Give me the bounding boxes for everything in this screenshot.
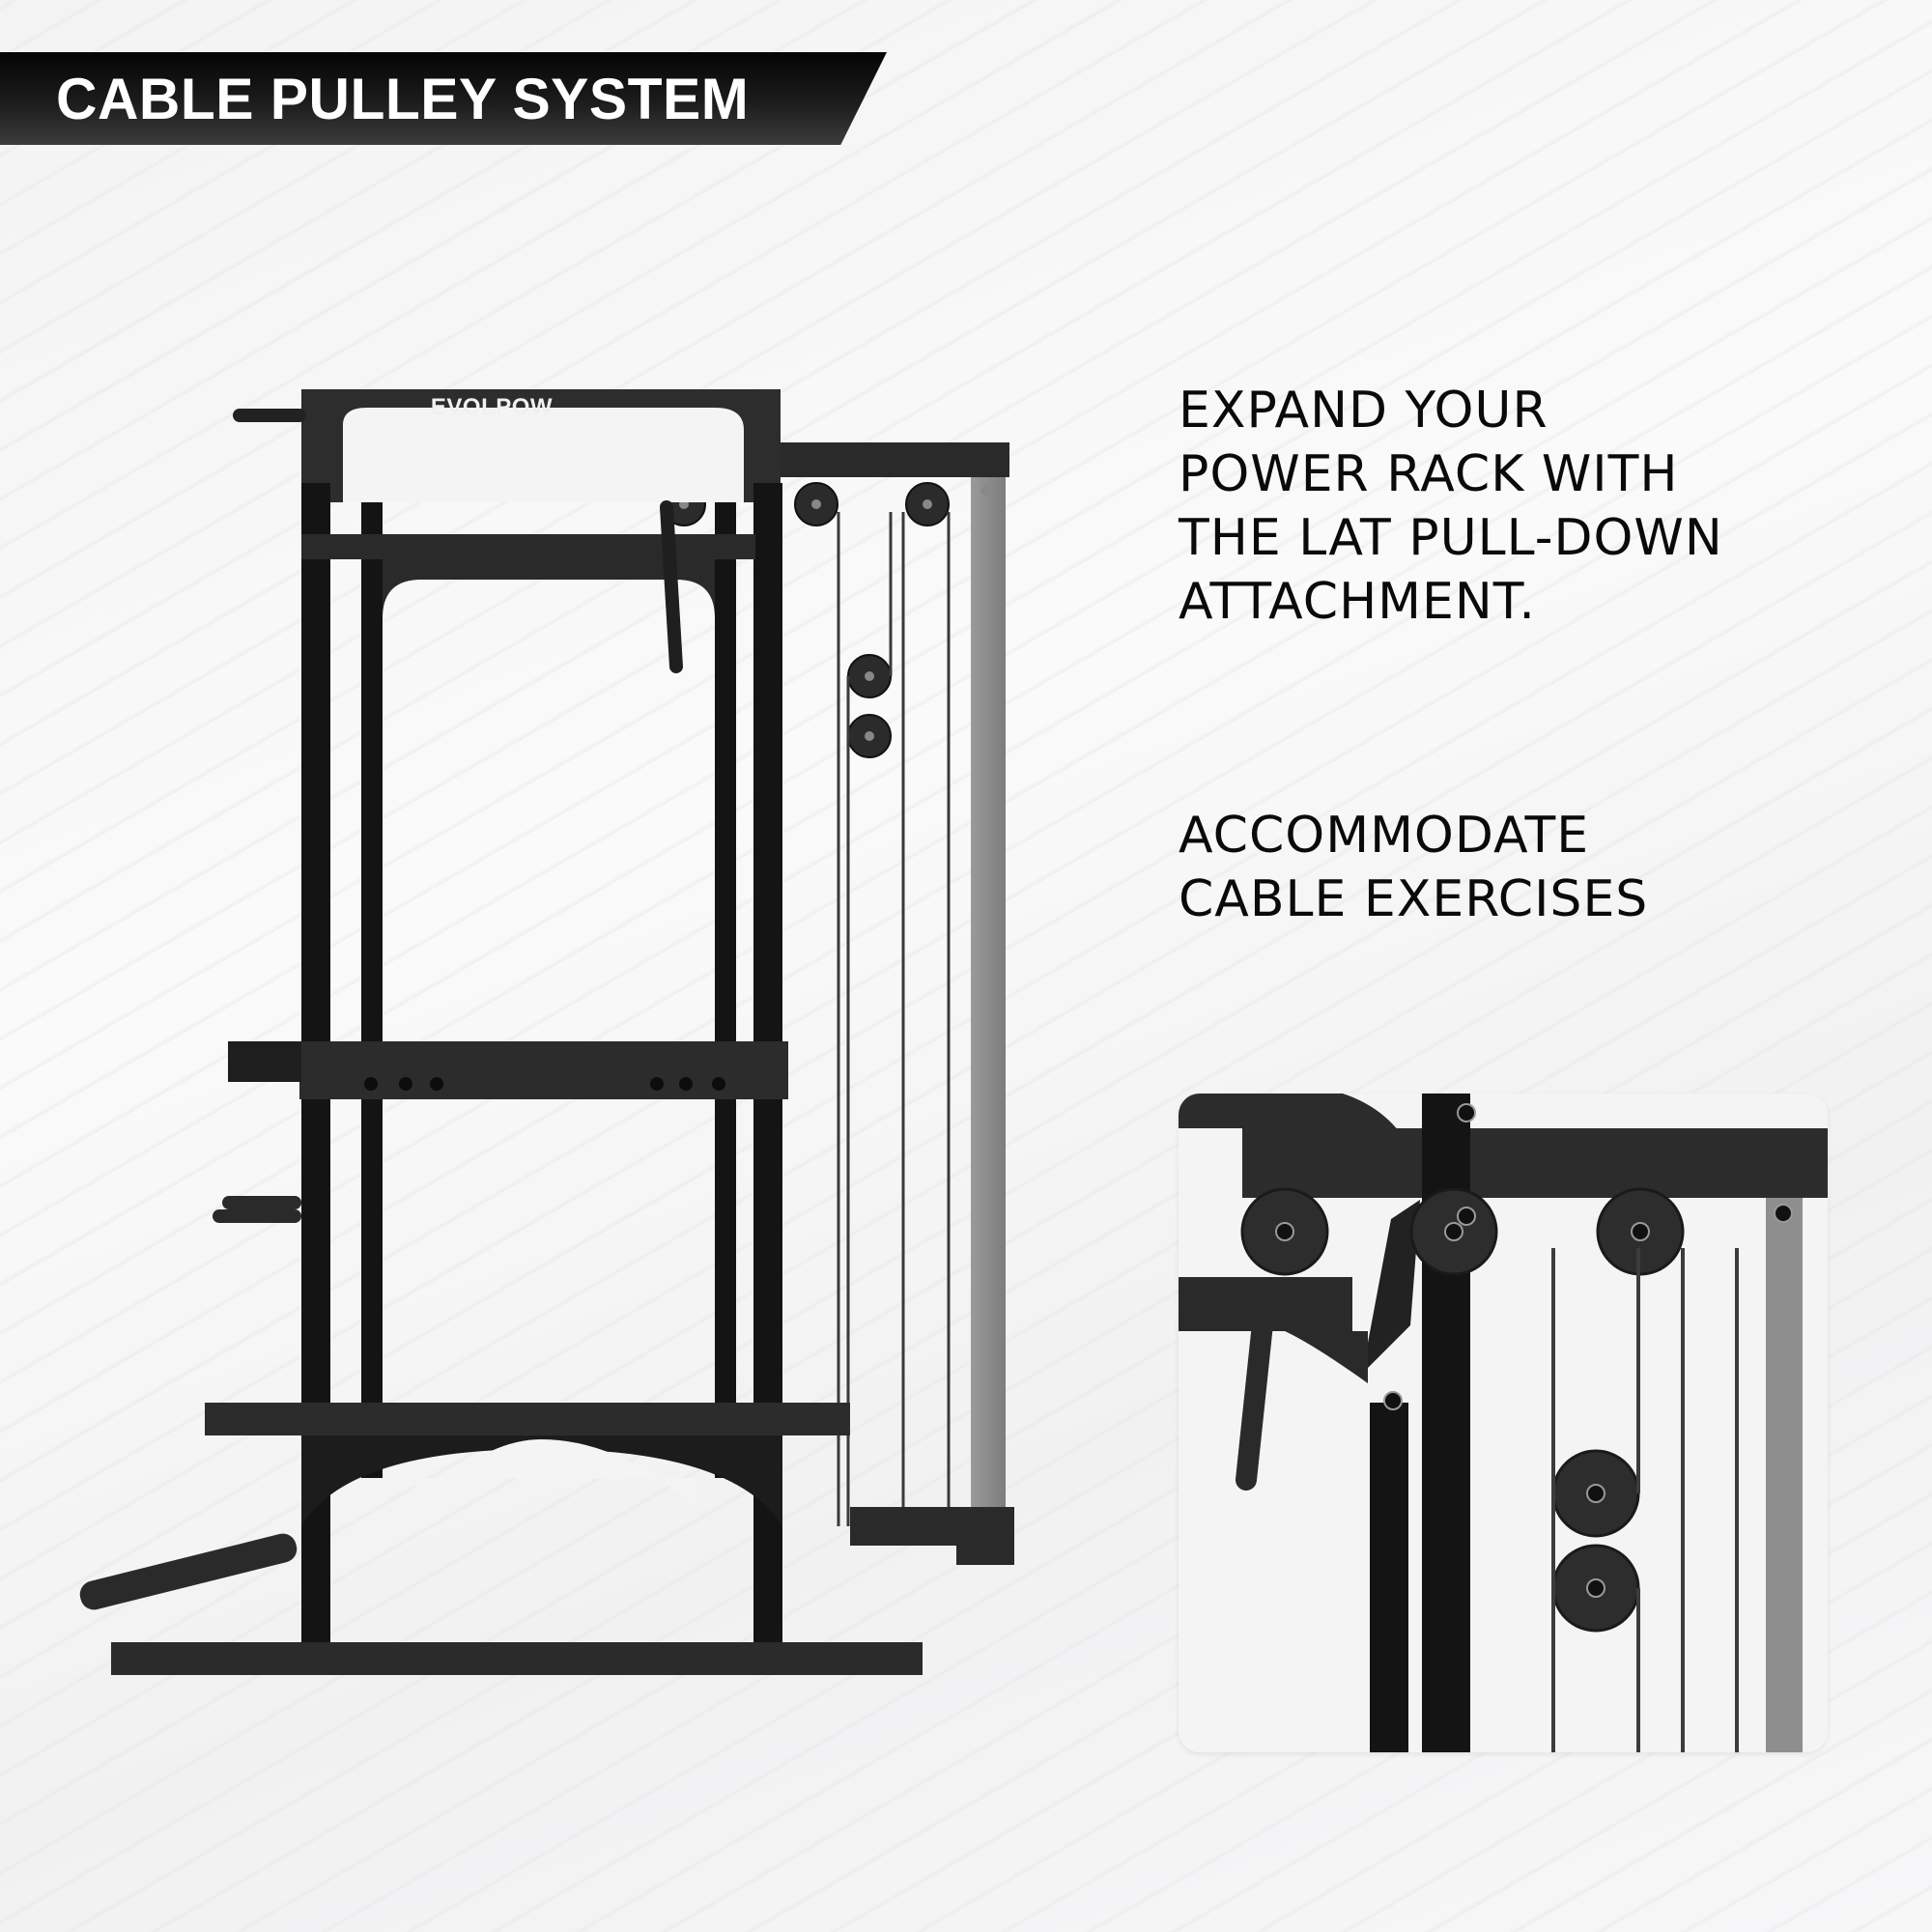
headline-line: EXPAND YOUR [1179,382,1548,440]
headline-line: POWER RACK WITH [1179,445,1679,503]
title-banner [0,52,887,145]
headline-line: ATTACHMENT. [1179,573,1536,631]
banner-title: CABLE PULLEY SYSTEM [56,67,750,131]
headline-line: THE LAT PULL-DOWN [1179,509,1723,567]
subheadline-line: ACCOMMODATE [1179,807,1590,865]
pulley-closeup [1179,1094,1828,1752]
headline: EXPAND YOUR POWER RACK WITH THE LAT PULL… [1179,379,1893,634]
detail-inset [1179,1094,1828,1752]
power-rack-illustration [79,389,1014,1675]
subheadline: ACCOMMODATE CABLE EXERCISES [1179,804,1893,931]
subheadline-line: CABLE EXERCISES [1179,870,1649,928]
brand-logo: EVOLPOW [430,394,554,420]
